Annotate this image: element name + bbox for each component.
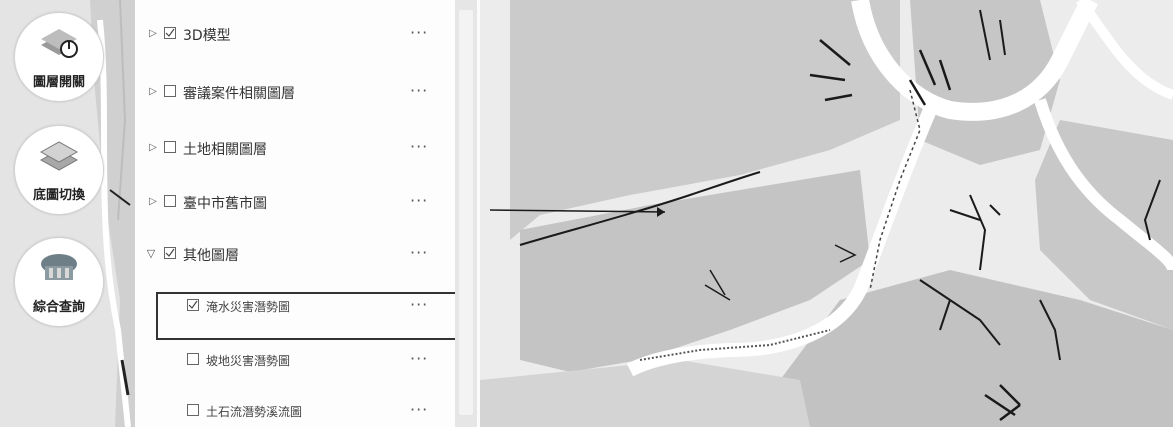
layer-row-slope-potential[interactable]: 坡地災害潛勢圖 ···: [135, 346, 445, 376]
more-options-button[interactable]: ···: [410, 400, 429, 419]
stream-line: [809, 39, 853, 102]
layer-checkbox-old-city-map[interactable]: [164, 195, 176, 207]
stream-line: [979, 9, 1006, 61]
river-main: [626, 107, 937, 377]
flood-potential-map: [480, 0, 1173, 427]
more-options-button[interactable]: ···: [410, 137, 429, 156]
layer-checkbox-debris-flow[interactable]: [187, 404, 199, 416]
more-options-button[interactable]: ···: [410, 349, 429, 368]
stream-line: [908, 49, 952, 106]
check-icon: [165, 248, 175, 257]
stream-line: [639, 329, 831, 361]
basemap-stack-icon: [39, 141, 79, 171]
layer-label: 土石流潛勢溪流圖: [206, 405, 303, 419]
integrated-query-button[interactable]: 綜合查詢: [14, 237, 104, 327]
expand-caret-icon[interactable]: ▷: [149, 196, 157, 207]
more-options-button[interactable]: ···: [410, 191, 429, 210]
layer-checkbox-land[interactable]: [164, 141, 176, 153]
check-icon: [188, 300, 198, 309]
layer-label: 審議案件相關圖層: [183, 86, 295, 102]
river-east: [1034, 98, 1173, 272]
expand-caret-icon[interactable]: ▷: [149, 142, 157, 153]
layer-row-3d-model[interactable]: ▷ 3D模型 ···: [135, 20, 445, 50]
more-options-button[interactable]: ···: [410, 81, 429, 100]
layer-label: 臺中市舊市圖: [183, 196, 267, 212]
map-edge-strip: 圖層開關 底圖切換 綜合查詢: [0, 0, 135, 427]
check-icon: [165, 28, 175, 37]
stream-line: [1143, 179, 1161, 241]
layer-checkbox-flood-potential[interactable]: [187, 299, 199, 311]
layer-tree-panel: ▷ 3D模型 ··· ▷ 審議案件相關圖層 ··· ▷ 土地相關圖層 ··· ▷…: [135, 0, 455, 427]
river-upper: [851, 0, 1099, 121]
layers-power-icon: [41, 29, 78, 58]
layer-row-debris-flow[interactable]: 土石流潛勢溪流圖 ···: [135, 397, 445, 427]
more-options-button[interactable]: ···: [410, 23, 429, 42]
layer-label: 3D模型: [183, 28, 231, 44]
land-area-southwest: [480, 360, 810, 427]
layer-row-land[interactable]: ▷ 土地相關圖層 ···: [135, 134, 445, 164]
stream-line: [834, 244, 857, 263]
expand-caret-icon[interactable]: ▷: [149, 28, 157, 39]
layer-row-old-city-map[interactable]: ▷ 臺中市舊市圖 ···: [135, 188, 445, 218]
stream-line: [919, 279, 1001, 346]
arrow-head-icon: [657, 207, 665, 217]
land-area-northeast: [910, 0, 1060, 165]
layer-toggle-label: 圖層開關: [32, 75, 85, 90]
scrollbar-thumb[interactable]: [459, 10, 473, 415]
layer-label: 坡地災害潛勢圖: [206, 354, 291, 368]
land-area-north: [510, 0, 900, 240]
panel-scrollbar[interactable]: [455, 0, 477, 427]
layer-label: 淹水災害潛勢圖: [206, 300, 291, 314]
expand-caret-icon[interactable]: ▷: [149, 86, 157, 97]
building-query-icon: [41, 254, 77, 280]
stream-line: [984, 384, 1021, 421]
stream-line: [869, 89, 921, 291]
layer-row-flood-potential[interactable]: 淹水災害潛勢圖 ···: [135, 292, 445, 322]
layer-checkbox-slope-potential[interactable]: [187, 353, 199, 365]
annotation-arrow: [489, 209, 666, 213]
stream-line: [949, 194, 1001, 271]
layer-label: 其他圖層: [183, 248, 239, 264]
map-view[interactable]: [480, 0, 1173, 427]
integrated-query-label: 綜合查詢: [32, 300, 85, 315]
stream-line: [1039, 299, 1061, 361]
basemap-switch-button[interactable]: 底圖切換: [14, 125, 104, 215]
stream-line: [704, 269, 731, 301]
layer-label: 土地相關圖層: [183, 142, 267, 158]
more-options-button[interactable]: ···: [410, 295, 429, 314]
basemap-switch-label: 底圖切換: [32, 188, 85, 203]
stream-line: [519, 171, 761, 246]
selection-highlight-box: [156, 292, 470, 340]
layer-row-other[interactable]: ▽ 其他圖層 ···: [135, 240, 445, 270]
land-area-south: [780, 270, 1173, 427]
more-options-button[interactable]: ···: [410, 243, 429, 262]
layer-toggle-button[interactable]: 圖層開關: [14, 12, 104, 102]
river-northeast: [1075, 0, 1173, 100]
layer-row-review-cases[interactable]: ▷ 審議案件相關圖層 ···: [135, 78, 445, 108]
layer-checkbox-3d-model[interactable]: [164, 27, 176, 39]
collapse-caret-icon[interactable]: ▽: [146, 247, 156, 260]
layer-checkbox-other[interactable]: [164, 247, 176, 259]
layer-checkbox-review-cases[interactable]: [164, 85, 176, 97]
